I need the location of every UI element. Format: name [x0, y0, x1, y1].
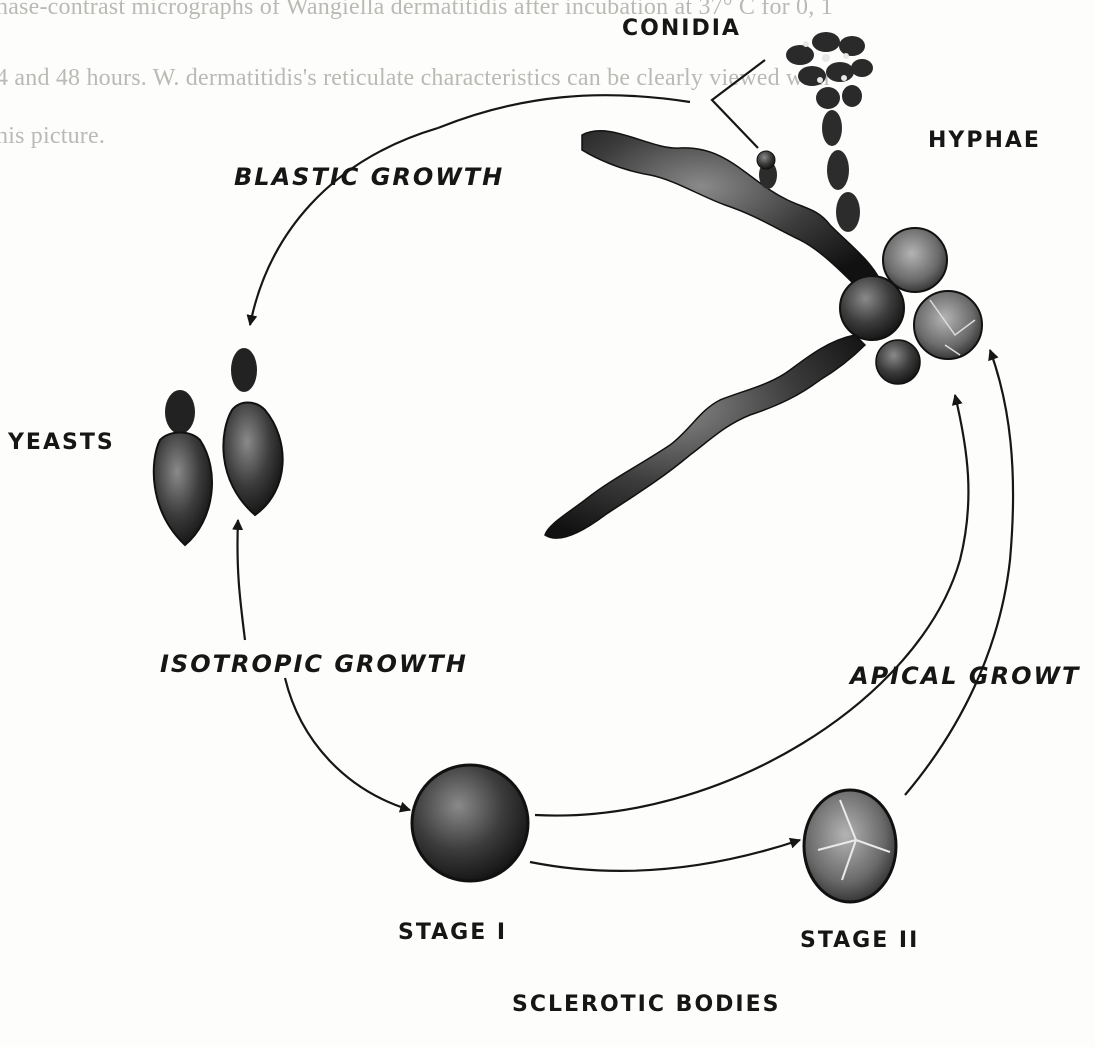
isotropic-growth-arrow-down [285, 678, 410, 810]
apical-growth-label: APICAL GROWT [850, 662, 1080, 690]
conidia-label: CONIDIA [622, 16, 741, 41]
blastic-growth-label: BLASTIC GROWTH [234, 163, 504, 191]
stage1-label: STAGE I [398, 920, 507, 945]
stage2-sclerotic-body [804, 790, 896, 902]
isotropic-growth-arrow-up [237, 520, 245, 640]
hyphae-label: HYPHAE [928, 128, 1041, 153]
yeasts-drawing [154, 348, 283, 545]
hyphae-drawing [545, 110, 982, 538]
stage1-sclerotic-body [412, 765, 528, 881]
stage1-to-stage2-arrow [530, 840, 800, 871]
sclerotic-bodies-label: SCLEROTIC BODIES [512, 992, 780, 1017]
stage2-label: STAGE II [800, 928, 919, 953]
conidia-to-blastic-arc [438, 95, 690, 128]
isotropic-growth-label: ISOTROPIC GROWTH [160, 650, 468, 678]
yeasts-label: YEASTS [8, 430, 115, 455]
conidia-pointer [712, 60, 765, 148]
conidia-cluster [786, 32, 873, 109]
inner-arc-to-hyphae [535, 395, 968, 816]
blastic-growth-arrow [250, 128, 438, 325]
